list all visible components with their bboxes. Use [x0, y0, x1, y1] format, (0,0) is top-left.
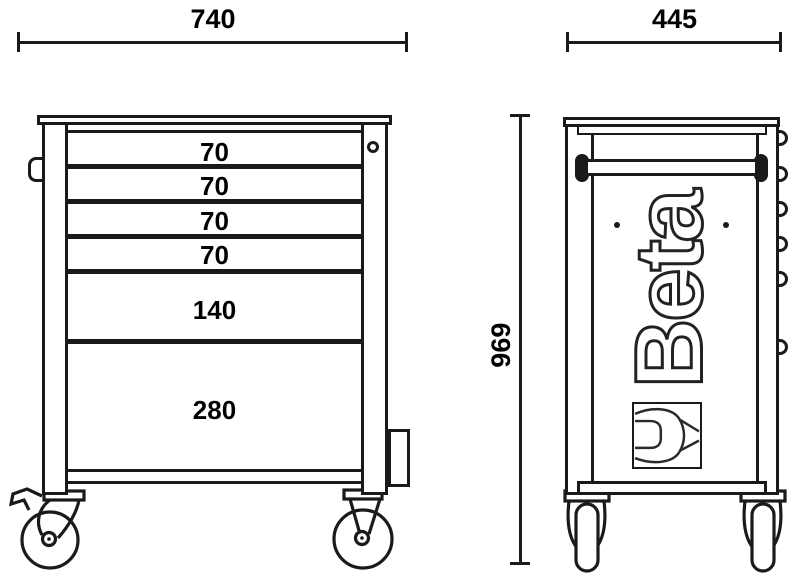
depth-dimension-tick-right	[779, 32, 782, 52]
height-dimension-tick-top	[510, 114, 530, 117]
beta-logo-text: Beta	[616, 188, 723, 388]
width-dimension-line	[18, 41, 408, 44]
drawer-3-height-label: 70	[200, 206, 229, 236]
height-dimension-label: 969	[485, 322, 516, 368]
front-bottom-rail	[68, 469, 361, 484]
drawer-separator-1	[68, 164, 361, 169]
drawer-handle-profile-4	[777, 236, 788, 252]
wrench-logo-box	[632, 402, 702, 469]
drawer-handle-profile-3	[777, 201, 788, 217]
front-right-panel	[361, 125, 388, 495]
width-dimension-tick-left	[17, 32, 20, 52]
front-worktop	[37, 115, 392, 125]
side-casters-icon	[563, 489, 787, 573]
side-worktop	[563, 117, 780, 127]
panel-rivet-dot-left	[614, 222, 620, 228]
drawer-handle-profile-5	[777, 271, 788, 287]
drawer-handle-profile-6	[777, 339, 788, 355]
drawer-separator-5	[68, 339, 361, 344]
drawer-separator-4	[68, 269, 361, 274]
side-key-tab	[28, 157, 45, 182]
panel-rivet-dot-right	[723, 222, 729, 228]
drawer-5-height-label: 140	[192, 295, 237, 325]
side-bottom-rail	[577, 481, 767, 495]
height-dimension-tick-bottom	[510, 562, 530, 565]
side-bracket	[388, 429, 410, 487]
depth-dimension-line	[567, 41, 782, 44]
depth-dimension-tick-left	[566, 32, 569, 52]
side-worktop-lip	[577, 126, 767, 135]
side-panel-inner-line-rear	[756, 135, 759, 481]
width-dimension-label: 740	[190, 4, 236, 34]
drawer-frame-top-line	[68, 130, 361, 133]
brake-lever-icon	[8, 487, 43, 511]
height-dimension-line	[519, 116, 522, 565]
drawer-separator-3	[68, 234, 361, 239]
drawer-handle-profile-2	[777, 166, 788, 182]
front-left-panel	[42, 125, 68, 495]
drawer-2-height-label: 70	[200, 171, 229, 201]
drawer-1-height-label: 70	[200, 137, 229, 167]
drawer-4-height-label: 70	[200, 240, 229, 270]
side-panel-inner-line-front	[591, 135, 594, 481]
drawer-handle-profile-1	[777, 130, 788, 146]
beta-logo: Beta	[614, 187, 724, 390]
lock-icon	[367, 141, 379, 153]
push-handle-bar	[585, 159, 758, 176]
drawer-6-height-label: 280	[192, 395, 237, 425]
wrench-icon	[634, 407, 700, 464]
drawer-separator-2	[68, 199, 361, 204]
front-casters-icon	[8, 487, 394, 570]
width-dimension-tick-right	[405, 32, 408, 52]
depth-dimension-label: 445	[651, 4, 698, 34]
